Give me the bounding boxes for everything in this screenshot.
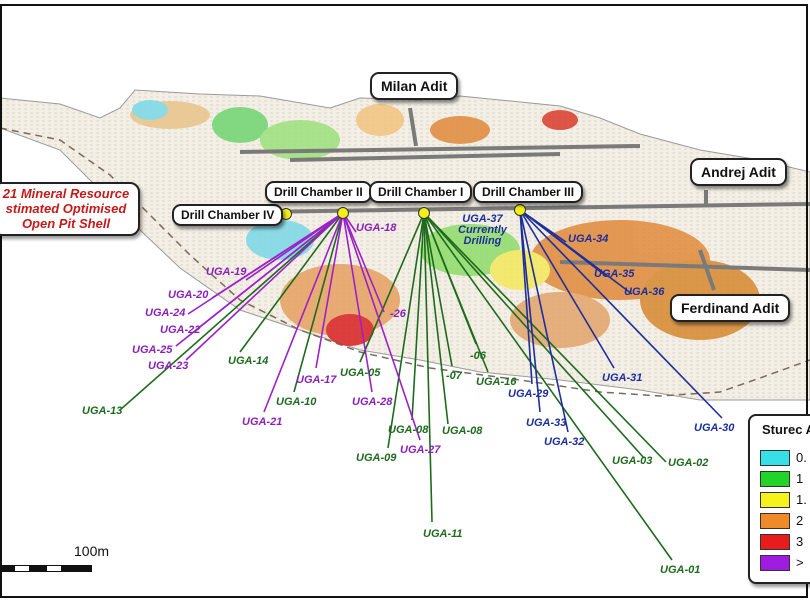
scale-bar [0, 565, 92, 572]
drill-chamber-i-label: Drill Chamber I [369, 181, 473, 203]
legend-label: 1 [796, 471, 804, 486]
drill-hole-trace [342, 212, 421, 441]
drill-hole-trace [423, 212, 645, 459]
milan-adit-label: Milan Adit [370, 72, 459, 100]
drill-hole-label: UGA-08 [442, 425, 483, 437]
pit-shell-line-2: stimated Optimised [5, 201, 127, 216]
current-drilling-hole: UGA-37 [462, 213, 503, 225]
legend-label: 1. [796, 492, 807, 507]
drill-hole-trace [519, 209, 633, 295]
legend-label: > [796, 555, 804, 570]
drill-hole-trace [423, 212, 453, 367]
drill-hole-trace [239, 212, 344, 353]
drill-hole-label: UGA-31 [602, 372, 643, 384]
grade-legend: Sturec A 0. 1 1. 2 3 > [748, 414, 810, 584]
drill-hole-trace [519, 209, 569, 433]
open-pit-shell-outline [0, 127, 810, 397]
drill-hole-trace [519, 209, 615, 369]
drill-hole-trace [519, 209, 541, 413]
legend-swatch [760, 450, 790, 466]
drill-hole-trace [293, 212, 344, 393]
drill-chamber-marker [337, 207, 349, 219]
legend-swatch [760, 534, 790, 550]
drill-hole-label: UGA-14 [228, 355, 269, 367]
drill-hole-label: UGA-20 [168, 289, 209, 301]
drill-chamber-iii-label: Drill Chamber III [473, 181, 584, 203]
pit-shell-label: 21 Mineral Resource stimated Optimised O… [0, 182, 140, 236]
drill-hole-label: UGA-23 [148, 360, 189, 372]
legend-swatch [760, 555, 790, 571]
legend-swatch [760, 513, 790, 529]
grade-zones [130, 100, 760, 348]
drill-chamber-ii-label: Drill Chamber II [265, 181, 372, 203]
drill-hole-label: -06 [470, 350, 486, 362]
drill-hole-label: UGA-21 [242, 416, 283, 428]
legend-swatch [760, 471, 790, 487]
drill-hole-label: UGA-25 [132, 344, 173, 356]
drill-hole-label: UGA-11 [423, 528, 463, 540]
drill-hole-label: UGA-29 [508, 388, 549, 400]
drill-hole-label: UGA-35 [594, 268, 635, 280]
drill-hole-label: UGA-28 [352, 396, 393, 408]
pit-shell-line-1: 21 Mineral Resource [2, 186, 130, 201]
drill-hole-trace [423, 212, 673, 561]
drill-hole-label: UGA-32 [544, 436, 585, 448]
legend-label: 0. [796, 450, 807, 465]
drill-hole-label: UGA-30 [694, 422, 735, 434]
drill-hole-trace [359, 212, 425, 363]
pit-shell-line-3: Open Pit Shell [21, 216, 111, 231]
drill-hole-trace [423, 212, 449, 425]
ferdinand-adit-label: Ferdinand Adit [670, 294, 791, 322]
drill-hole-label: UGA-03 [612, 455, 653, 467]
drill-hole-trace [423, 212, 489, 373]
drill-hole-trace [342, 212, 373, 393]
legend-label: 2 [796, 513, 804, 528]
drill-chamber-iv-label: Drill Chamber IV [172, 204, 284, 226]
drill-hole-label: UGA-27 [400, 444, 441, 456]
drill-hole-label: UGA-01 [660, 564, 701, 576]
drill-hole-label: UGA-16 [476, 376, 517, 388]
legend-title: Sturec A [762, 422, 810, 437]
drill-hole-label: UGA-17 [296, 374, 337, 386]
drill-hole-trace [387, 212, 425, 449]
andrej-adit-label: Andrej Adit [690, 158, 787, 186]
drill-hole-label: -26 [390, 308, 406, 320]
drill-hole-trace [185, 212, 344, 361]
current-drilling-line-2: Currently [458, 224, 507, 236]
drill-hole-label: UGA-13 [82, 405, 123, 417]
drill-hole-trace [315, 212, 344, 369]
drill-hole-label: UGA-34 [568, 233, 609, 245]
drill-hole-trace [411, 212, 425, 421]
legend-swatch [760, 492, 790, 508]
drill-hole-label: UGA-18 [356, 222, 397, 234]
drill-hole-label: UGA-36 [624, 286, 665, 298]
drill-hole-trace [187, 212, 344, 315]
drill-hole-trace [423, 212, 433, 523]
drill-hole-label: UGA-08 [388, 424, 429, 436]
drill-chamber-marker [418, 207, 430, 219]
current-drilling-line-3: Drilling [463, 235, 502, 247]
drill-hole-trace [263, 212, 344, 413]
drill-hole-label: UGA-05 [340, 367, 381, 379]
current-drilling-note: UGA-37 Currently Drilling [458, 214, 507, 247]
drill-hole-label: UGA-22 [160, 324, 201, 336]
drill-hole-trace [423, 212, 667, 463]
drill-hole-label: UGA-09 [356, 452, 397, 464]
drill-chamber-marker [514, 204, 526, 216]
drill-hole-label: -07 [446, 370, 462, 382]
drill-hole-trace [519, 209, 723, 419]
drill-hole-trace [519, 209, 533, 385]
drill-hole-trace [119, 212, 344, 411]
legend-label: 3 [796, 534, 804, 549]
drill-hole-label: UGA-33 [526, 417, 567, 429]
scale-bar-label: 100m [74, 543, 110, 559]
drill-hole-label: UGA-19 [206, 266, 247, 278]
drill-hole-trace [175, 212, 344, 347]
drill-hole-trace [342, 212, 385, 313]
drill-hole-label: UGA-10 [276, 396, 317, 408]
drill-hole-label: UGA-02 [668, 457, 709, 469]
drill-hole-label: UGA-24 [145, 307, 186, 319]
